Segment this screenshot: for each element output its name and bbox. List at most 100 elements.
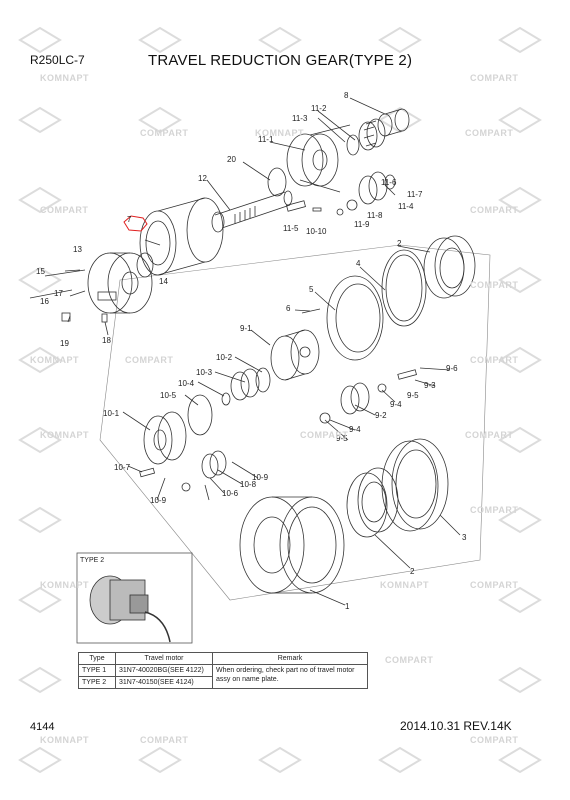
watermark-text: KOMNAPT (30, 355, 79, 365)
part-bearing-2-bottom (346, 467, 399, 538)
callout-labels: 8 11-2 11-3 11-1 20 12 7 11-6 11-7 11-4 … (36, 91, 467, 611)
watermark-text: COMPART (470, 505, 519, 515)
part-gear-11-2 (358, 118, 386, 151)
watermark-text: KOMNAPT (255, 128, 304, 138)
part-ring-11-9 (336, 208, 344, 216)
model-code: R250LC-7 (30, 53, 85, 67)
watermark-text: COMPART (125, 355, 174, 365)
part-carrier-9-1 (270, 329, 320, 381)
col-header-travel-motor: Travel motor (115, 652, 213, 665)
col-header-remark: Remark (212, 652, 368, 665)
callout-label: 20 (227, 155, 236, 164)
cell-travel-motor: 31N7-40020BG(SEE 4122) (115, 664, 213, 677)
page-title: TRAVEL REDUCTION GEAR(TYPE 2) (148, 52, 413, 69)
part-seal-4 (381, 249, 427, 327)
col-header-type: Type (78, 652, 116, 665)
cell-remark: When ordering, check part no of travel m… (212, 664, 368, 689)
cell-type: TYPE 1 (78, 664, 116, 677)
callout-label: 1 (345, 602, 350, 611)
part-washer-10-4 (221, 392, 231, 406)
callout-label: 11-5 (283, 224, 299, 233)
part-ring-14 (136, 197, 224, 278)
part-ring-20 (267, 167, 287, 197)
date-revision: 2014.10.31 REV.14K (400, 719, 512, 733)
callout-label: 10-3 (196, 368, 213, 377)
part-pin-10-7 (139, 467, 156, 478)
part-pin-9-3 (397, 369, 417, 380)
table-header-row: Type Travel motor Remark (78, 652, 368, 665)
watermark-text: COMPART (465, 128, 514, 138)
part-bolt-6 (301, 308, 321, 314)
watermark-text: KOMNAPT (40, 580, 89, 590)
part-hub-13 (87, 252, 153, 314)
part-gear-11-6 (358, 171, 396, 205)
watermark-text: COMPART (40, 205, 89, 215)
callout-label: 10-1 (103, 409, 120, 418)
callout-label: 11-2 (311, 104, 327, 113)
part-housing-1 (239, 496, 345, 594)
watermark-text: KOMNAPT (380, 580, 429, 590)
watermark-text: KOMNAPT (40, 735, 89, 745)
part-bearing-2-top (423, 235, 476, 299)
part-pin-11-5 (286, 200, 306, 212)
callout-label: 4 (356, 259, 361, 268)
watermark-text: COMPART (470, 355, 519, 365)
callout-label: 10-6 (222, 489, 239, 498)
callout-label: 10-9 (150, 496, 167, 505)
callout-label: 11-6 (381, 178, 397, 187)
part-pin-10-10 (312, 207, 322, 212)
callout-label: 15 (36, 267, 45, 276)
callout-label: 11-7 (407, 190, 423, 199)
callout-label: 13 (73, 245, 82, 254)
callout-label: 19 (60, 339, 69, 348)
callout-label: 9-4 (349, 425, 361, 434)
type2-motor-image (89, 575, 171, 643)
part-bolt-16 (29, 289, 73, 299)
part-bush-8 (377, 108, 410, 137)
cell-type: TYPE 2 (78, 676, 116, 689)
callout-label: 11-3 (292, 114, 308, 123)
watermark-text: KOMNAPT (40, 430, 89, 440)
watermark-text: COMPART (470, 280, 519, 290)
callout-label: 11-9 (354, 220, 370, 229)
travel-motor-table: Type Travel motor Remark TYPE 1 31N7-400… (78, 652, 368, 689)
part-seal-3 (381, 438, 449, 532)
callout-label: 8 (344, 91, 349, 100)
callout-label: 18 (102, 336, 111, 345)
callout-label: 2 (397, 239, 402, 248)
part-carrier-11-1 (286, 124, 351, 193)
callout-label: 17 (54, 289, 63, 298)
callout-label: 9-3 (424, 381, 436, 390)
callout-label: 11-1 (258, 135, 274, 144)
watermark-text: COMPART (470, 205, 519, 215)
part-bolt-15 (44, 269, 86, 277)
part-carrier-10-1 (143, 411, 187, 465)
watermark-text: COMPART (470, 73, 519, 83)
callout-7-highlight (123, 215, 148, 232)
callout-label: 10-10 (306, 227, 327, 236)
watermark-text: COMPART (470, 580, 519, 590)
part-ring-10-2 (255, 367, 271, 393)
part-washer-9-5 (319, 412, 331, 424)
callout-label: 9-4 (390, 400, 402, 409)
watermark-text: COMPART (140, 128, 189, 138)
table-row: TYPE 2 31N7-40150(SEE 4124) (78, 676, 368, 689)
callout-label: 9-1 (240, 324, 252, 333)
watermark-text: COMPART (140, 735, 189, 745)
callout-label: 10-5 (160, 391, 177, 400)
part-washer-9-4 (377, 383, 387, 393)
part-gear-10-6 (201, 450, 227, 479)
callout-label: 9-5 (336, 434, 348, 443)
callout-label: 12 (198, 174, 207, 183)
callout-label: 5 (309, 285, 314, 294)
callout-label: 9-6 (446, 364, 458, 373)
callout-label: 9-5 (407, 391, 419, 400)
callout-label: 11-8 (367, 211, 383, 220)
page-number: 4144 (30, 721, 55, 733)
callout-label: 11-4 (398, 202, 414, 211)
callout-label: 2 (410, 567, 415, 576)
part-ring-5 (326, 275, 384, 361)
part-ring-11-3 (346, 134, 360, 156)
watermark-text: COMPART (385, 655, 434, 665)
